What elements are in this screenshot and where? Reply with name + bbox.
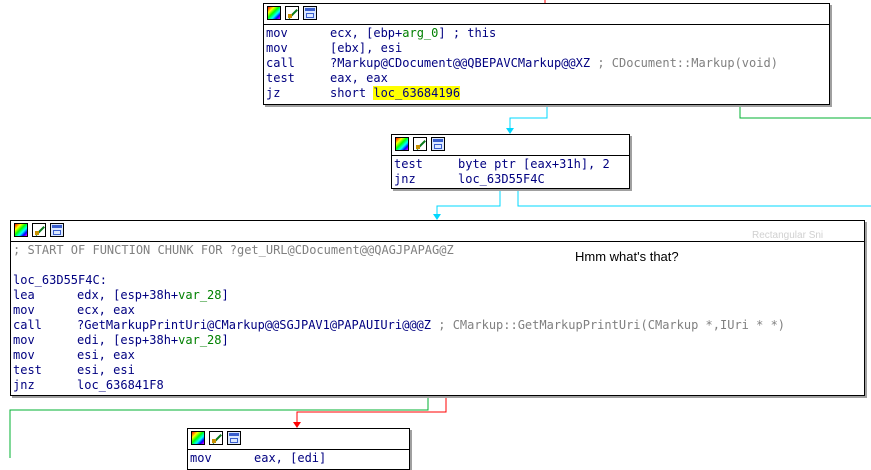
operand: ] bbox=[221, 288, 229, 302]
edge-block1-block2 bbox=[509, 105, 548, 131]
code-line[interactable]: jz short loc_63684196 bbox=[266, 86, 827, 101]
block-toolbar bbox=[392, 135, 629, 156]
rename-pencil-icon[interactable] bbox=[32, 223, 46, 237]
snipping-tool-hint: Rectangular Sni bbox=[752, 230, 824, 241]
mnemonic: mov bbox=[13, 303, 35, 317]
code-line[interactable]: loc_63D55F4C: bbox=[13, 273, 862, 288]
code-block-next[interactable]: mov eax, [edi] bbox=[187, 428, 410, 470]
code-line[interactable]: ; START OF FUNCTION CHUNK FOR ?get_URL@C… bbox=[13, 243, 862, 258]
code-line[interactable]: jnz loc_636841F8 bbox=[13, 378, 862, 393]
operand: ] bbox=[221, 333, 229, 347]
code-line[interactable]: test byte ptr [eax+31h], 2 bbox=[394, 157, 627, 172]
block-toolbar bbox=[264, 4, 829, 25]
annotation-text: Hmm what's that? bbox=[575, 249, 679, 264]
code-lines: ; START OF FUNCTION CHUNK FOR ?get_URL@C… bbox=[11, 242, 864, 395]
block-toolbar bbox=[11, 221, 864, 242]
mnemonic: test bbox=[266, 71, 295, 85]
mnemonic: jnz bbox=[13, 378, 35, 392]
color-palette-icon[interactable] bbox=[14, 223, 28, 237]
code-line[interactable]: jnz loc_63D55F4C bbox=[394, 172, 627, 187]
mnemonic: test bbox=[13, 363, 42, 377]
operand: ] ; this bbox=[438, 26, 497, 40]
color-palette-icon[interactable] bbox=[395, 137, 409, 151]
mnemonic: mov bbox=[266, 41, 288, 55]
edge-block2-right bbox=[517, 189, 871, 207]
group-nodes-icon[interactable] bbox=[431, 137, 445, 151]
block-toolbar bbox=[188, 429, 409, 450]
variable-ref[interactable]: var_28 bbox=[178, 333, 222, 347]
code-line[interactable] bbox=[13, 258, 862, 273]
operand: eax, [edi] bbox=[254, 451, 327, 465]
variable-ref[interactable]: var_28 bbox=[178, 288, 222, 302]
operand: byte ptr [eax+31h], 2 bbox=[458, 157, 610, 171]
arrow-block3 bbox=[433, 214, 441, 220]
arrow-block2 bbox=[506, 128, 514, 134]
color-palette-icon[interactable] bbox=[191, 431, 205, 445]
code-block-test-flag[interactable]: test byte ptr [eax+31h], 2 jnz loc_63D55F4C bbox=[391, 134, 630, 189]
group-nodes-icon[interactable] bbox=[227, 431, 241, 445]
code-line[interactable]: mov ecx, eax bbox=[13, 303, 862, 318]
comment: ; CDocument::Markup(void) bbox=[590, 56, 778, 70]
mnemonic: jz bbox=[266, 86, 281, 100]
mnemonic: mov bbox=[13, 333, 35, 347]
rename-pencil-icon[interactable] bbox=[285, 6, 299, 20]
code-line[interactable]: mov ecx, [ebp+arg_0] ; this bbox=[266, 26, 827, 41]
operand: loc_63D55F4C bbox=[458, 172, 545, 186]
edge-block2-block3 bbox=[436, 189, 501, 217]
color-palette-icon[interactable] bbox=[267, 6, 281, 20]
operand: esi, eax bbox=[77, 348, 135, 362]
code-line[interactable]: test eax, eax bbox=[266, 71, 827, 86]
operand: ?GetMarkupPrintUri@CMarkup@@SGJPAV1@PAPA… bbox=[77, 318, 432, 332]
mnemonic: jnz bbox=[394, 172, 416, 186]
code-line[interactable]: mov eax, [edi] bbox=[190, 451, 407, 466]
operand: loc_636841F8 bbox=[77, 378, 164, 392]
mnemonic: call bbox=[266, 56, 295, 70]
edge-true-block1 bbox=[739, 105, 871, 119]
operand: ?Markup@CDocument@@QBEPAVCMarkup@@XZ bbox=[330, 56, 591, 70]
operand: esi, esi bbox=[77, 363, 135, 377]
comment: ; CMarkup::GetMarkupPrintUri(CMarkup *,I… bbox=[431, 318, 786, 332]
code-lines: mov eax, [edi] bbox=[188, 450, 409, 468]
code-line[interactable]: call ?GetMarkupPrintUri@CMarkup@@SGJPAV1@… bbox=[13, 318, 862, 333]
highlighted-label[interactable]: loc_63684196 bbox=[373, 86, 461, 100]
code-line[interactable]: mov esi, eax bbox=[13, 348, 862, 363]
code-lines: test byte ptr [eax+31h], 2 jnz loc_63D55F4C bbox=[392, 156, 629, 189]
group-nodes-icon[interactable] bbox=[303, 6, 317, 20]
operand: edx, [esp+38h+ bbox=[77, 288, 179, 302]
code-block-function-chunk[interactable]: ; START OF FUNCTION CHUNK FOR ?get_URL@C… bbox=[10, 220, 865, 396]
variable-ref[interactable]: arg_0 bbox=[402, 26, 439, 40]
mnemonic: mov bbox=[13, 348, 35, 362]
code-line[interactable]: mov edi, [esp+38h+var_28] bbox=[13, 333, 862, 348]
operand: [ebx], esi bbox=[330, 41, 403, 55]
operand: ecx, [ebp+ bbox=[330, 26, 403, 40]
rename-pencil-icon[interactable] bbox=[413, 137, 427, 151]
operand: short bbox=[330, 86, 374, 100]
edge-true-block3 bbox=[9, 396, 429, 458]
mnemonic: lea bbox=[13, 288, 35, 302]
edge-false-block3 bbox=[296, 396, 447, 425]
group-nodes-icon[interactable] bbox=[50, 223, 64, 237]
code-line[interactable]: lea edx, [esp+38h+var_28] bbox=[13, 288, 862, 303]
comment: ; START OF FUNCTION CHUNK FOR ?get_URL@C… bbox=[13, 243, 454, 257]
operand: ecx, eax bbox=[77, 303, 135, 317]
mnemonic: call bbox=[13, 318, 42, 332]
code-line[interactable]: call ?Markup@CDocument@@QBEPAVCMarkup@@XZ… bbox=[266, 56, 827, 71]
code-line[interactable]: mov [ebx], esi bbox=[266, 41, 827, 56]
rename-pencil-icon[interactable] bbox=[209, 431, 223, 445]
mnemonic: mov bbox=[190, 451, 212, 465]
arrow-block4 bbox=[293, 422, 301, 428]
operand: loc_63D55F4C: bbox=[13, 273, 107, 287]
operand: edi, [esp+38h+ bbox=[77, 333, 179, 347]
mnemonic: test bbox=[394, 157, 423, 171]
code-line[interactable]: test esi, esi bbox=[13, 363, 862, 378]
mnemonic: mov bbox=[266, 26, 288, 40]
operand: eax, eax bbox=[330, 71, 388, 85]
